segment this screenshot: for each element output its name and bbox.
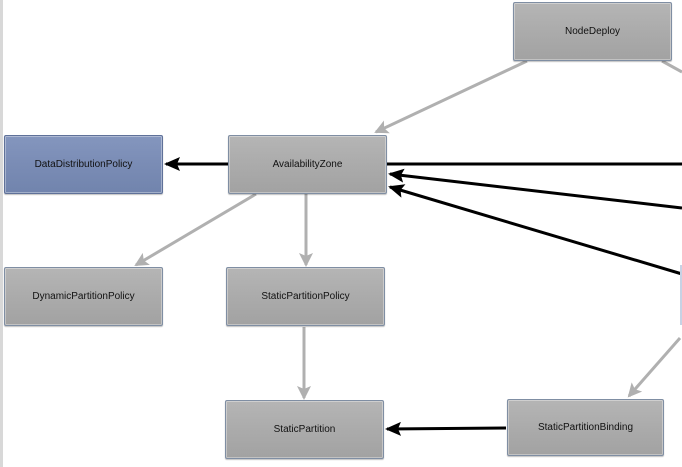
node-datadistributionpolicy-label: DataDistributionPolicy <box>34 159 133 170</box>
node-staticpartitionpolicy-label: StaticPartitionPolicy <box>261 291 350 302</box>
edge-staticpartitionbinding-to-staticpartition <box>385 421 507 436</box>
node-dynamicpartitionpolicy-label: DynamicPartitionPolicy <box>32 291 135 302</box>
edge-offscreen-to-availabilityzone-1 <box>388 168 682 210</box>
node-staticpartition-label: StaticPartition <box>273 424 336 435</box>
node-staticpartitionbinding[interactable]: StaticPartitionBinding <box>507 399 664 456</box>
edge-nodedeploy-to-offscreen <box>661 59 682 74</box>
node-availabilityzone-label: AvailabilityZone <box>272 159 343 170</box>
offscreen-node-edge <box>680 265 682 325</box>
node-staticpartition[interactable]: StaticPartition <box>225 400 384 459</box>
node-nodedeploy-label: NodeDeploy <box>564 26 621 37</box>
edge-availabilityzone-to-dynamicpartitionpolicy <box>134 192 257 267</box>
node-staticpartitionpolicy[interactable]: StaticPartitionPolicy <box>226 267 385 326</box>
node-availabilityzone[interactable]: AvailabilityZone <box>228 135 387 194</box>
node-nodedeploy[interactable]: NodeDeploy <box>513 2 672 61</box>
edge-offscreen-to-availabilityzone-2 <box>388 184 682 276</box>
canvas-left-border <box>0 0 3 467</box>
node-datadistributionpolicy[interactable]: DataDistributionPolicy <box>4 135 163 194</box>
edge-offscreen-to-staticpartitionbinding <box>627 337 682 398</box>
node-dynamicpartitionpolicy[interactable]: DynamicPartitionPolicy <box>4 267 163 326</box>
edge-nodedeploy-to-availabilityzone <box>374 59 528 134</box>
node-staticpartitionbinding-label: StaticPartitionBinding <box>537 422 634 433</box>
